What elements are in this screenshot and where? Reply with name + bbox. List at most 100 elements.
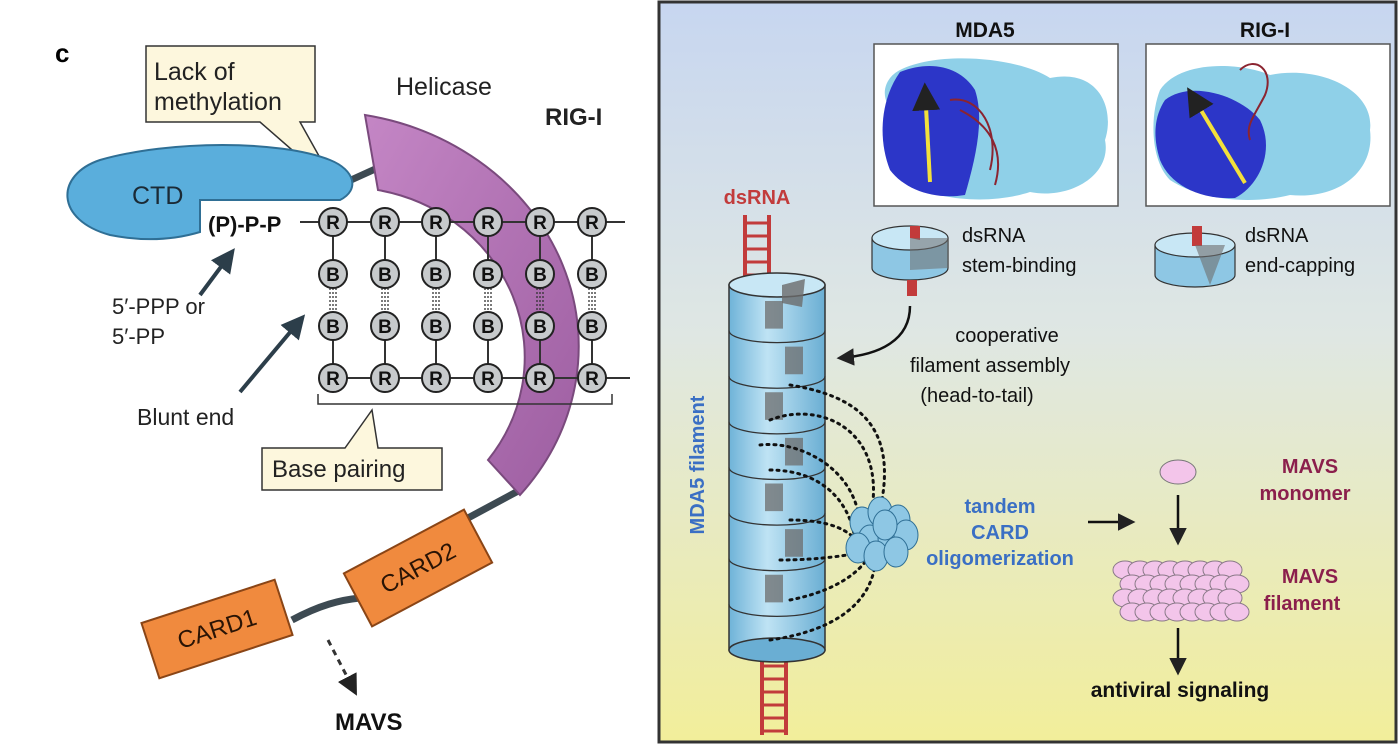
dsrna-ladder-bottom — [760, 658, 788, 735]
ribose-node: R — [421, 363, 451, 393]
mavs-monomer — [1159, 459, 1197, 485]
rigi-title: RIG-I — [1240, 19, 1290, 42]
svg-text:B: B — [378, 317, 392, 338]
base-node: B — [318, 311, 348, 341]
rig-i-label: RIG-I — [545, 104, 602, 131]
stem-binding-label-1: dsRNA — [962, 225, 1026, 247]
rna-duplex: R B B R R B B R R B B R R B B R R B B R R B B R — [318, 207, 607, 393]
base-node: B — [577, 311, 607, 341]
right-panel: MDA5 RIG-I dsRNA MDA5 filament — [657, 0, 1398, 744]
base-node: B — [525, 259, 555, 289]
ribose-node: R — [370, 363, 400, 393]
left-panel: c Lack of methylation Helicase RIG-I CTD… — [55, 38, 630, 736]
stem-binding-label-2: stem-binding — [962, 255, 1077, 277]
five-prime-arrow — [198, 248, 235, 297]
mavs-monomer-label-2: monomer — [1259, 483, 1350, 505]
base-node: B — [421, 259, 451, 289]
ribose-node: R — [525, 207, 555, 237]
svg-text:B: B — [481, 317, 495, 338]
rigi-structure-image — [1145, 43, 1391, 207]
mavs-filament-cluster — [1112, 560, 1250, 622]
tandem-label-2: CARD — [971, 522, 1029, 544]
svg-text:B: B — [533, 265, 547, 286]
mda5-filament-cylinder — [728, 272, 826, 663]
card-oligomer-cluster — [845, 496, 919, 572]
svg-text:R: R — [533, 213, 547, 234]
svg-text:B: B — [533, 317, 547, 338]
ribose-node: R — [473, 363, 503, 393]
mavs-filament-label-1: MAVS — [1282, 566, 1338, 588]
end-capping-label-1: dsRNA — [1245, 225, 1309, 247]
helicase-label: Helicase — [396, 73, 492, 101]
stem-binding-disc — [871, 225, 949, 296]
methylation-label-1: Lack of — [154, 58, 235, 86]
base-node: B — [370, 259, 400, 289]
ribose-node: R — [370, 207, 400, 237]
svg-text:R: R — [585, 213, 599, 234]
svg-text:R: R — [481, 369, 495, 390]
five-prime-label-1: 5′-PPP or — [112, 294, 205, 319]
methylation-label-2: methylation — [154, 88, 282, 116]
svg-text:R: R — [326, 213, 340, 234]
svg-text:R: R — [378, 213, 392, 234]
svg-text:B: B — [585, 317, 599, 338]
cooperative-label-1: cooperative — [955, 325, 1058, 347]
ribose-node: R — [577, 363, 607, 393]
cooperative-arrow — [836, 305, 912, 366]
svg-text:B: B — [326, 317, 340, 338]
dsrna-top-label: dsRNA — [724, 187, 791, 209]
base-pairing-bracket — [317, 394, 613, 405]
tandem-label-3: oligomerization — [926, 548, 1074, 570]
svg-text:R: R — [533, 369, 547, 390]
card2-domain: CARD2 — [342, 508, 494, 628]
mavs-dashed-arrow — [326, 639, 357, 696]
base-node: B — [473, 311, 503, 341]
base-node: B — [421, 311, 451, 341]
end-capping-label-2: end-capping — [1245, 255, 1355, 277]
mavs-monomer-label-1: MAVS — [1282, 456, 1338, 478]
base-node: B — [525, 311, 555, 341]
svg-text:R: R — [326, 369, 340, 390]
svg-text:R: R — [429, 213, 443, 234]
svg-text:B: B — [326, 265, 340, 286]
ribose-node: R — [318, 207, 348, 237]
svg-text:B: B — [585, 265, 599, 286]
phosphate-label: (P)-P-P — [208, 212, 281, 237]
ribose-node: R — [577, 207, 607, 237]
ribose-node: R — [421, 207, 451, 237]
svg-text:B: B — [429, 265, 443, 286]
cooperative-label-3: (head-to-tail) — [920, 385, 1033, 407]
base-node: B — [318, 259, 348, 289]
svg-text:R: R — [378, 369, 392, 390]
mavs-label: MAVS — [335, 709, 403, 736]
tandem-label-1: tandem — [964, 496, 1035, 518]
five-prime-label-2: 5′-PP — [112, 324, 165, 349]
ctd-label: CTD — [132, 182, 183, 210]
ctd-domain — [66, 144, 354, 241]
svg-text:B: B — [429, 317, 443, 338]
svg-text:R: R — [481, 213, 495, 234]
mda5-filament-label: MDA5 filament — [687, 395, 709, 534]
ribose-node: R — [525, 363, 555, 393]
base-pairing-label: Base pairing — [272, 456, 405, 483]
panel-letter: c — [55, 38, 69, 68]
mda5-title: MDA5 — [955, 19, 1015, 42]
base-node: B — [577, 259, 607, 289]
svg-text:B: B — [481, 265, 495, 286]
mda5-structure-image — [873, 43, 1119, 207]
svg-text:B: B — [378, 265, 392, 286]
linker-card2-card1 — [290, 594, 361, 624]
mavs-filament-label-2: filament — [1264, 593, 1341, 615]
card1-domain: CARD1 — [140, 578, 294, 680]
ribose-node: R — [318, 363, 348, 393]
blunt-end-label: Blunt end — [137, 404, 234, 430]
base-node: B — [370, 311, 400, 341]
svg-text:R: R — [585, 369, 599, 390]
blunt-end-arrow — [238, 314, 306, 394]
base-node: B — [473, 259, 503, 289]
cooperative-label-2: filament assembly — [910, 355, 1070, 377]
svg-text:R: R — [429, 369, 443, 390]
antiviral-signaling-label: antiviral signaling — [1091, 679, 1270, 702]
base-pairing-callout — [261, 408, 443, 491]
